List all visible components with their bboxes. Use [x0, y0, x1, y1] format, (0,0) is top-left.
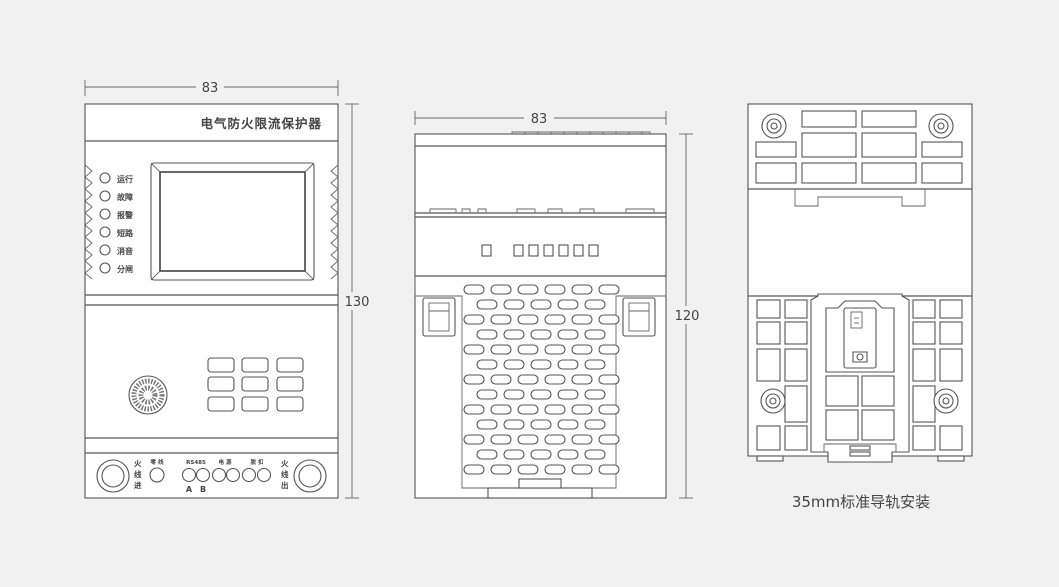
side-indicator-windows	[481, 244, 599, 257]
lcd-screen	[150, 162, 315, 281]
right-latch	[622, 297, 656, 337]
side-height-dimension: 120	[670, 133, 702, 499]
bottom-right-rib-grid	[912, 299, 963, 451]
live-in-label: 进	[134, 480, 142, 490]
bottom-mounting-screw-left	[760, 388, 786, 414]
indicator-list: 运行 故障 报警 短路 消音 分闸	[99, 172, 134, 274]
live-out-label: 火	[281, 459, 289, 468]
din-rail-clip	[810, 293, 910, 463]
top-rib-grid	[755, 110, 963, 184]
trip-terminal	[241, 467, 257, 483]
key-button[interactable]	[207, 357, 235, 373]
live-in-label: 线	[134, 469, 142, 479]
live-out-label: 线	[281, 469, 289, 479]
din-rail-caption: 35mm标准导轨安装	[792, 493, 930, 511]
top-mounting-screw-left	[761, 113, 787, 139]
front-width-dimension: 83	[84, 78, 339, 96]
indicator-label: 运行	[117, 174, 133, 184]
side-view: 83 120	[414, 108, 702, 499]
indicator-label: 短路	[117, 228, 134, 238]
vent-slots	[463, 284, 620, 475]
top-mounting-screw-right	[928, 113, 954, 139]
power-port-label: 电 源	[219, 458, 232, 466]
side-foot	[487, 487, 593, 499]
buzzer-speaker	[128, 375, 168, 415]
ground-port-label: 零 线	[150, 458, 164, 466]
ground-terminal	[149, 467, 165, 483]
front-view: 83 130 电气防火限流保护器 运行 故障	[84, 78, 374, 499]
indicator-label: 消音	[117, 246, 133, 256]
key-button[interactable]	[241, 376, 269, 392]
power-terminal	[211, 467, 227, 483]
front-height-label: 130	[345, 295, 370, 310]
side-height-label: 120	[675, 309, 700, 324]
bottom-mounting-screw-right	[933, 388, 959, 414]
rs485-port-label: RS485	[186, 460, 206, 466]
indicator-label: 分闸	[117, 264, 133, 274]
rs485-b-terminal	[195, 467, 211, 483]
back-view: 35mm标准导轨安装	[747, 103, 973, 511]
terminal-strip: 火 线 进 火 线 出 零 线 RS485 A B 电 源 脱 扣	[96, 458, 327, 494]
key-button[interactable]	[241, 396, 269, 412]
keypad	[207, 357, 304, 412]
key-button[interactable]	[276, 357, 304, 373]
side-width-dimension: 83	[414, 108, 667, 127]
left-latch	[422, 297, 456, 337]
front-title: 电气防火限流保护器	[200, 116, 322, 131]
left-vent-ribs	[84, 164, 93, 280]
front-width-label: 83	[202, 81, 219, 96]
bottom-left-rib-grid	[756, 299, 808, 451]
right-vent-ribs	[330, 164, 339, 280]
live-in-label: 火	[134, 459, 142, 468]
front-height-dimension: 130	[342, 103, 374, 499]
power-terminal	[225, 467, 241, 483]
live-out-label: 出	[281, 480, 289, 490]
key-button[interactable]	[276, 376, 304, 392]
rs485-a-terminal	[181, 467, 197, 483]
terminal-a-label: A	[186, 485, 193, 494]
indicator-label: 报警	[117, 210, 133, 220]
key-button[interactable]	[276, 396, 304, 412]
side-width-label: 83	[531, 112, 548, 127]
terminal-b-label: B	[200, 485, 206, 494]
indicator-label: 故障	[117, 192, 133, 202]
trip-terminal	[256, 467, 272, 483]
key-button[interactable]	[241, 357, 269, 373]
key-button[interactable]	[207, 376, 235, 392]
key-button[interactable]	[207, 396, 235, 412]
trip-port-label: 脱 扣	[251, 458, 264, 466]
